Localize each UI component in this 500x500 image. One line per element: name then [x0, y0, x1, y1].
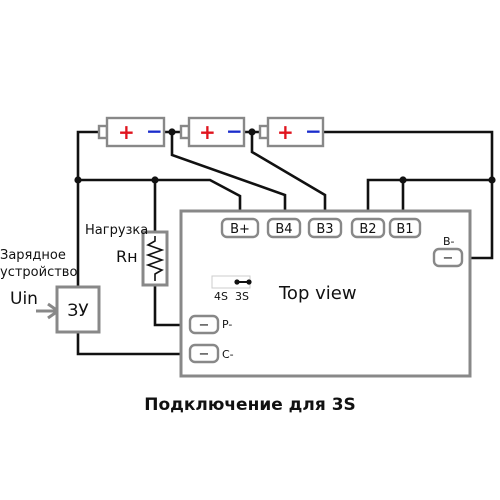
charger-box [55, 285, 101, 334]
jumper-label-4s: 4S [214, 290, 228, 303]
wire-charger-to-cminus [76, 332, 190, 356]
side-label-pminus: P- [222, 318, 232, 331]
pad-outline [188, 343, 220, 364]
battery-plus-sign: + [277, 120, 294, 144]
pad-outline [350, 217, 386, 239]
pad-label: B1 [396, 222, 413, 237]
junction-dot-bat12 [168, 128, 176, 136]
wire-resistor-to-pminus [153, 285, 190, 327]
pad-bplus: B+ [220, 217, 260, 239]
jumper-label-3s: 3S [235, 290, 249, 303]
wire-junction-to-b4 [170, 132, 287, 218]
battery-2: + − [179, 116, 246, 148]
jumper-pin [234, 279, 240, 285]
charger-label-line2: устройство [0, 265, 77, 280]
pad-b2: B2 [350, 217, 386, 239]
pad-outline [188, 314, 220, 335]
pad-symbol: − [199, 318, 210, 333]
pad-symbol: − [199, 347, 210, 362]
board-view-label: Top view [278, 283, 357, 304]
pad-cminus: − C- [188, 343, 234, 364]
load-resistor: Нагрузка Rн [85, 223, 169, 287]
wires [36, 130, 494, 356]
pad-b1: B1 [388, 217, 422, 239]
pad-outline [266, 217, 302, 239]
wire-charger-to-battery-plus [76, 130, 104, 180]
battery-3: + − [258, 116, 325, 148]
side-label-bminus: B- [443, 235, 455, 248]
battery-minus-sign: − [305, 119, 322, 143]
pad-outline [220, 217, 260, 239]
junction-dot-right [488, 176, 496, 184]
resistor-zigzag [145, 236, 165, 281]
battery-body [187, 116, 246, 148]
pad-label: B+ [230, 222, 250, 237]
junction-dot-bat23 [248, 128, 256, 136]
charger: ЗУ Зарядное устройство Uin [0, 248, 101, 334]
battery-minus-sign: − [226, 119, 243, 143]
battery-plus-sign: + [199, 120, 216, 144]
junction-dots [74, 128, 496, 184]
pad-outline [307, 217, 343, 239]
charger-box-label: ЗУ [67, 301, 89, 321]
pad-b4: B4 [266, 217, 302, 239]
junction-dot-b1 [399, 176, 407, 184]
battery-1: + − [97, 116, 166, 148]
battery-minus-sign: − [146, 119, 163, 143]
bms-board [179, 209, 472, 378]
battery-terminal [258, 124, 270, 140]
battery-body [266, 116, 325, 148]
load-label: Нагрузка [85, 223, 148, 238]
pad-b3: B3 [307, 217, 343, 239]
pad-bminus: − B- [432, 235, 464, 268]
pad-label: B3 [316, 222, 333, 237]
junction-dot-left [74, 176, 82, 184]
wire-b2-to-rail [366, 178, 492, 218]
jumper-pin [246, 279, 252, 285]
battery-plus-sign: + [118, 120, 135, 144]
pad-outline [432, 247, 464, 268]
pad-outline [388, 217, 422, 239]
uin-label: Uin [10, 289, 38, 309]
jumper-selector: 4S 3S [211, 275, 252, 303]
wire-bus-to-bplus [78, 178, 242, 218]
side-label-cminus: C- [222, 348, 234, 361]
pad-label: B2 [359, 222, 376, 237]
pad-symbol: − [443, 251, 454, 266]
wire-junction-to-b3 [250, 132, 327, 218]
diagram-title: Подключение для 3S [144, 395, 356, 415]
charger-label-line1: Зарядное [0, 248, 66, 263]
wire-bat-minus-to-bminus [323, 130, 494, 260]
junction-dot-load [151, 176, 159, 184]
pad-label: B4 [275, 222, 292, 237]
battery-body [105, 116, 166, 148]
pad-pminus: − P- [188, 314, 232, 335]
resistor-label: Rн [116, 247, 138, 266]
